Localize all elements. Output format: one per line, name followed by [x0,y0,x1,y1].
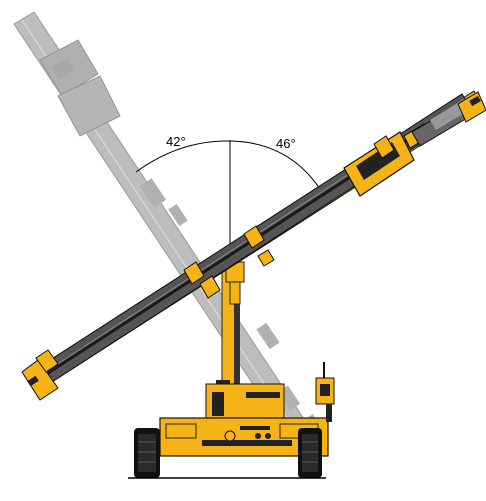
left-angle-label: 42° [166,134,186,149]
right-angle-label: 46° [276,136,296,151]
mast-clamps [183,225,275,299]
left-crawler-track [134,428,160,478]
angle-indicator: 42° 46° [135,134,323,270]
right-crawler-track [298,428,322,478]
hydraulic-accessory [315,362,335,422]
mast-top-end [411,91,486,147]
mast-bottom-cap [21,349,59,401]
right-angle-arc [229,140,323,193]
left-angle-arc [135,140,231,173]
